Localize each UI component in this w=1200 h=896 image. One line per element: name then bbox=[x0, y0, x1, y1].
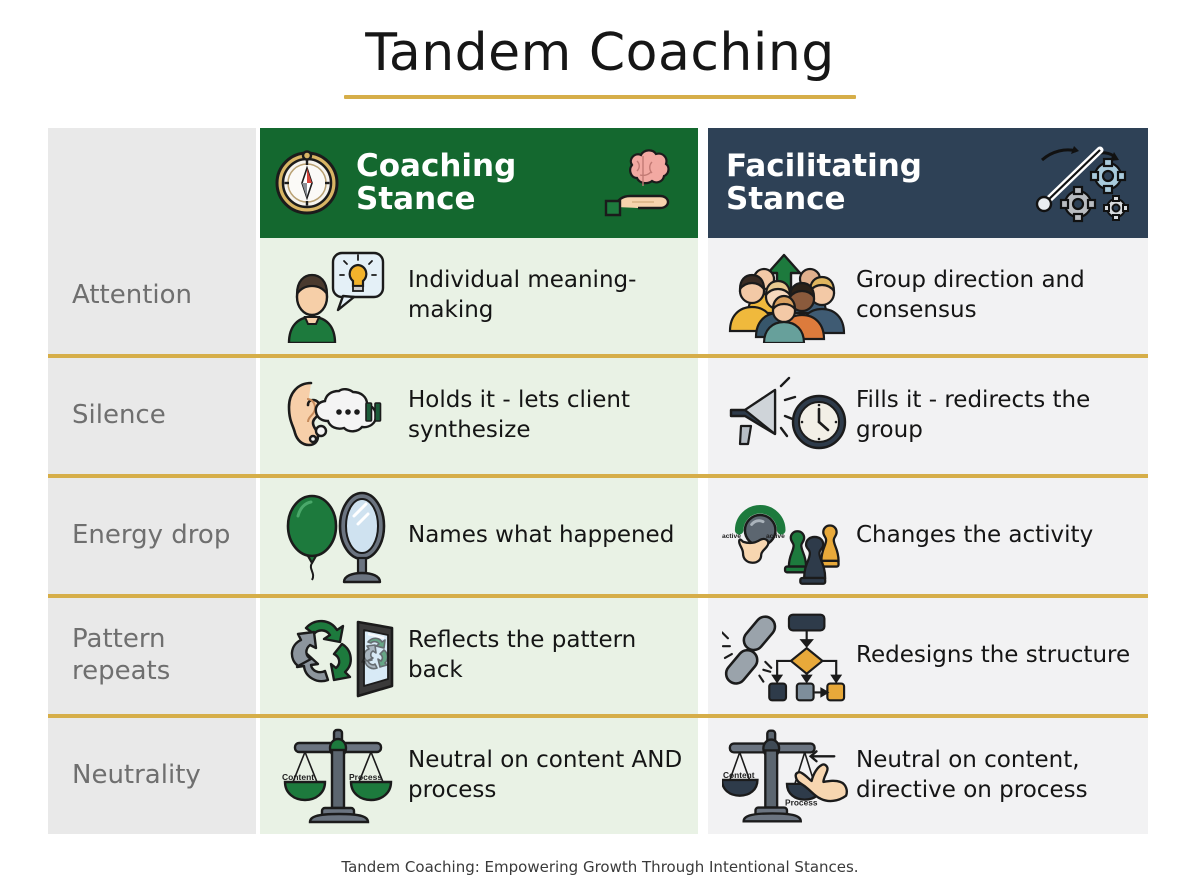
facilitating-title-line2: Stance bbox=[726, 181, 846, 217]
coaching-title-line1: Coaching bbox=[356, 147, 517, 184]
row-label-cell: Attention bbox=[48, 238, 256, 354]
facilitating-cell-text: Fills it - redirects the group bbox=[856, 387, 1091, 443]
facilitating-cell-text: Neutral on content, directive on process bbox=[856, 747, 1088, 803]
brain-in-hand-icon bbox=[602, 145, 684, 221]
column-gap-2 bbox=[698, 478, 708, 594]
table-row: Silence bbox=[48, 358, 1148, 474]
recycle-mirror-icon bbox=[274, 608, 402, 704]
facilitating-stance-title: Facilitating Stance bbox=[726, 147, 1030, 217]
row-label-cell: Pattern repeats bbox=[48, 598, 256, 714]
row-label: Energy drop bbox=[72, 520, 231, 551]
row-divider bbox=[48, 474, 1148, 478]
column-gap-2 bbox=[698, 238, 708, 354]
brokenchain-flowchart-icon bbox=[722, 608, 850, 704]
coaching-cell: Individual meaning-making bbox=[260, 238, 698, 354]
facilitating-cell-text: Changes the activity bbox=[856, 522, 1094, 549]
scale-label-content: Content bbox=[723, 770, 755, 780]
comparison-table: Coaching Stance bbox=[48, 128, 1148, 834]
column-gap bbox=[256, 478, 260, 594]
title-block: Tandem Coaching bbox=[0, 0, 1200, 99]
row-label: Pattern repeats bbox=[72, 624, 171, 686]
person-lightbulb-icon bbox=[274, 249, 402, 343]
footer-caption: Tandem Coaching: Empowering Growth Throu… bbox=[341, 858, 859, 876]
row-label: Silence bbox=[72, 400, 166, 431]
row-label: Attention bbox=[72, 280, 192, 311]
facilitating-cell: Redesigns the structure bbox=[708, 598, 1148, 714]
scale-label-content: Content bbox=[282, 772, 314, 782]
column-gap bbox=[256, 718, 260, 834]
table-header-row: Coaching Stance bbox=[48, 128, 1148, 238]
row-label-cell: Neutrality bbox=[48, 718, 256, 834]
coaching-cell-text: Reflects the pattern back bbox=[408, 627, 637, 683]
table-row: Attention bbox=[48, 238, 1148, 354]
coaching-cell-text: Holds it - lets client synthesize bbox=[408, 387, 631, 443]
column-gap bbox=[256, 128, 260, 238]
facilitating-cell: Content Process Neutral on content, dire… bbox=[708, 718, 1148, 834]
facilitating-stance-header: Facilitating Stance bbox=[708, 128, 1148, 238]
facilitating-cell: active active bbox=[708, 478, 1148, 594]
row-label-cell: Energy drop bbox=[48, 478, 256, 594]
coaching-stance-header: Coaching Stance bbox=[260, 128, 698, 238]
table-row: Neutrality bbox=[48, 718, 1148, 834]
coaching-cell-text: Names what happened bbox=[408, 522, 675, 549]
balloon-mirror-icon bbox=[274, 486, 402, 586]
facilitating-cell-text: Redesigns the structure bbox=[856, 642, 1131, 669]
facilitating-title-line1: Facilitating bbox=[726, 147, 922, 184]
column-gap bbox=[256, 358, 260, 474]
page-title: Tandem Coaching bbox=[365, 23, 835, 83]
coaching-title-line2: Stance bbox=[356, 181, 476, 217]
column-gap-2 bbox=[698, 358, 708, 474]
row-label: Neutrality bbox=[72, 760, 201, 791]
facilitating-cell: Fills it - redirects the group bbox=[708, 358, 1148, 474]
coaching-stance-title: Coaching Stance bbox=[356, 147, 602, 217]
row-label-cell: Silence bbox=[48, 358, 256, 474]
compass-icon bbox=[274, 150, 340, 216]
scale-label-process: Process bbox=[349, 772, 382, 782]
group-arrow-up-icon bbox=[722, 249, 850, 343]
dial-gamepieces-icon: active active bbox=[722, 486, 850, 586]
column-gap-2 bbox=[698, 718, 708, 834]
facilitating-cell: Group direction and consensus bbox=[708, 238, 1148, 354]
coaching-cell-text: Neutral on content AND process bbox=[408, 747, 683, 803]
column-gap bbox=[256, 238, 260, 354]
coaching-cell-text: Individual meaning-making bbox=[408, 267, 637, 323]
table-row: Pattern repeats bbox=[48, 598, 1148, 714]
megaphone-clock-icon bbox=[722, 372, 850, 460]
baton-gears-icon bbox=[1030, 140, 1134, 226]
row-divider bbox=[48, 714, 1148, 718]
dial-label-left: active bbox=[722, 533, 741, 540]
row-divider bbox=[48, 594, 1148, 598]
title-underline-rule bbox=[344, 94, 856, 99]
dial-label-right: active bbox=[766, 533, 785, 540]
column-gap bbox=[256, 598, 260, 714]
balanced-scale-icon: Content Process bbox=[274, 726, 402, 826]
column-gap-2 bbox=[698, 128, 708, 238]
tilted-scale-hand-icon: Content Process bbox=[722, 726, 850, 826]
table-row: Energy drop bbox=[48, 478, 1148, 594]
facilitating-cell-text: Group direction and consensus bbox=[856, 267, 1085, 323]
coaching-cell: Names what happened bbox=[260, 478, 698, 594]
coaching-cell: Reflects the pattern back bbox=[260, 598, 698, 714]
ear-pause-bubble-icon bbox=[274, 371, 402, 461]
coaching-cell: Content Process Neutral on content AND p… bbox=[260, 718, 698, 834]
header-label-spacer bbox=[48, 128, 256, 238]
column-gap-2 bbox=[698, 598, 708, 714]
scale-label-process: Process bbox=[785, 798, 818, 808]
coaching-cell: Holds it - lets client synthesize bbox=[260, 358, 698, 474]
row-divider bbox=[48, 354, 1148, 358]
